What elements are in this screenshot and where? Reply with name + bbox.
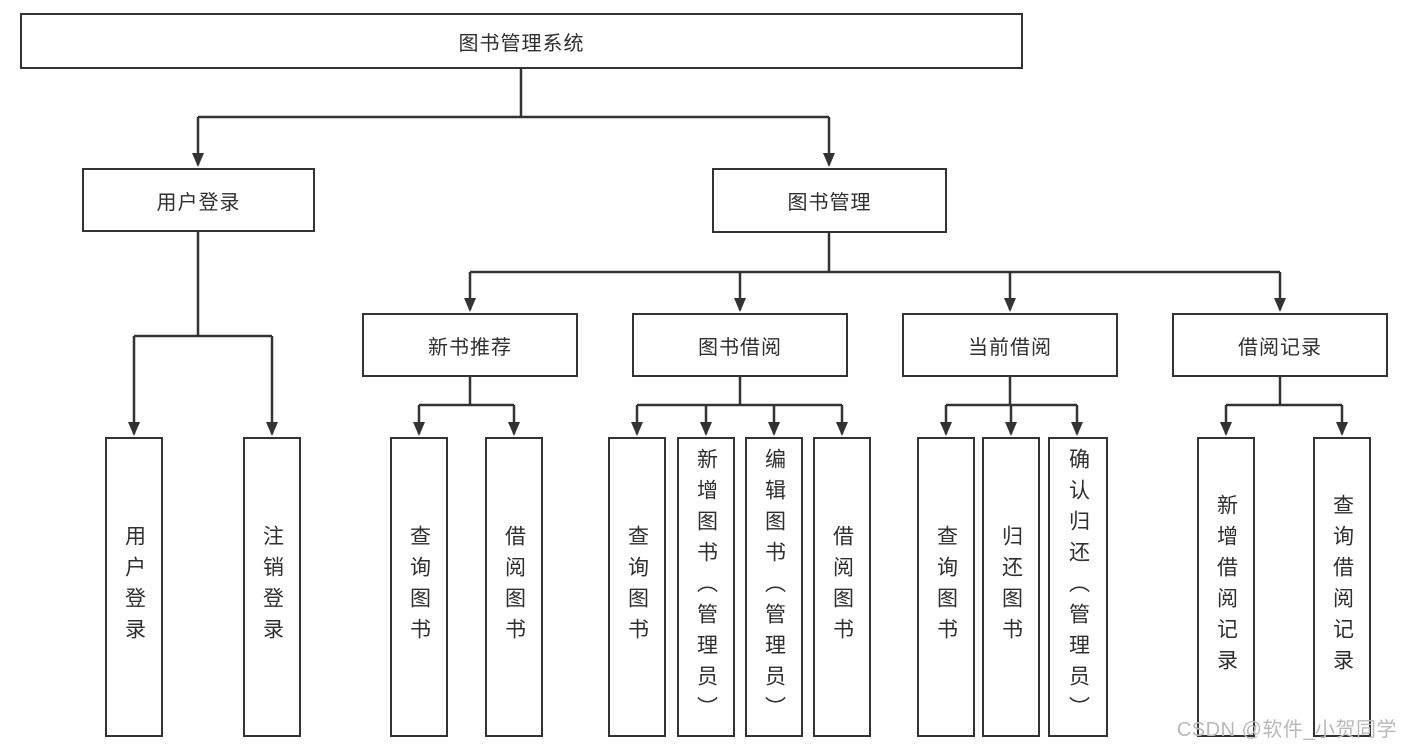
leaf-query-borrow-record: 查询借阅记录 [1313, 437, 1371, 737]
node-new-book-recommend: 新书推荐 [362, 313, 578, 377]
node-current-borrow: 当前借阅 [902, 313, 1118, 377]
leaf-query-books-recommend: 查询图书 [390, 437, 448, 737]
leaf-add-borrow-record: 新增借阅记录 [1197, 437, 1255, 737]
node-user-login: 用户登录 [82, 168, 315, 232]
node-library-system: 图书管理系统 [20, 13, 1023, 69]
leaf-query-books-borrow: 查询图书 [608, 437, 666, 737]
leaf-query-books-current: 查询图书 [917, 437, 975, 737]
leaf-borrow-books-recommend: 借阅图书 [485, 437, 543, 737]
node-borrow-records: 借阅记录 [1172, 313, 1388, 377]
leaf-user-login: 用户登录 [105, 437, 163, 737]
leaf-confirm-return-admin: 确认归还（管理员） [1048, 437, 1108, 737]
leaf-borrow-books: 借阅图书 [813, 437, 871, 737]
node-book-management: 图书管理 [712, 168, 947, 233]
leaf-logout: 注销登录 [243, 437, 301, 737]
leaf-edit-books-admin: 编辑图书（管理员） [745, 437, 803, 737]
csdn-watermark: CSDN @软件_小贺同学 [1176, 719, 1397, 741]
leaf-add-books-admin: 新增图书（管理员） [677, 437, 735, 737]
leaf-return-books: 归还图书 [982, 437, 1040, 737]
node-book-borrow: 图书借阅 [632, 313, 848, 377]
